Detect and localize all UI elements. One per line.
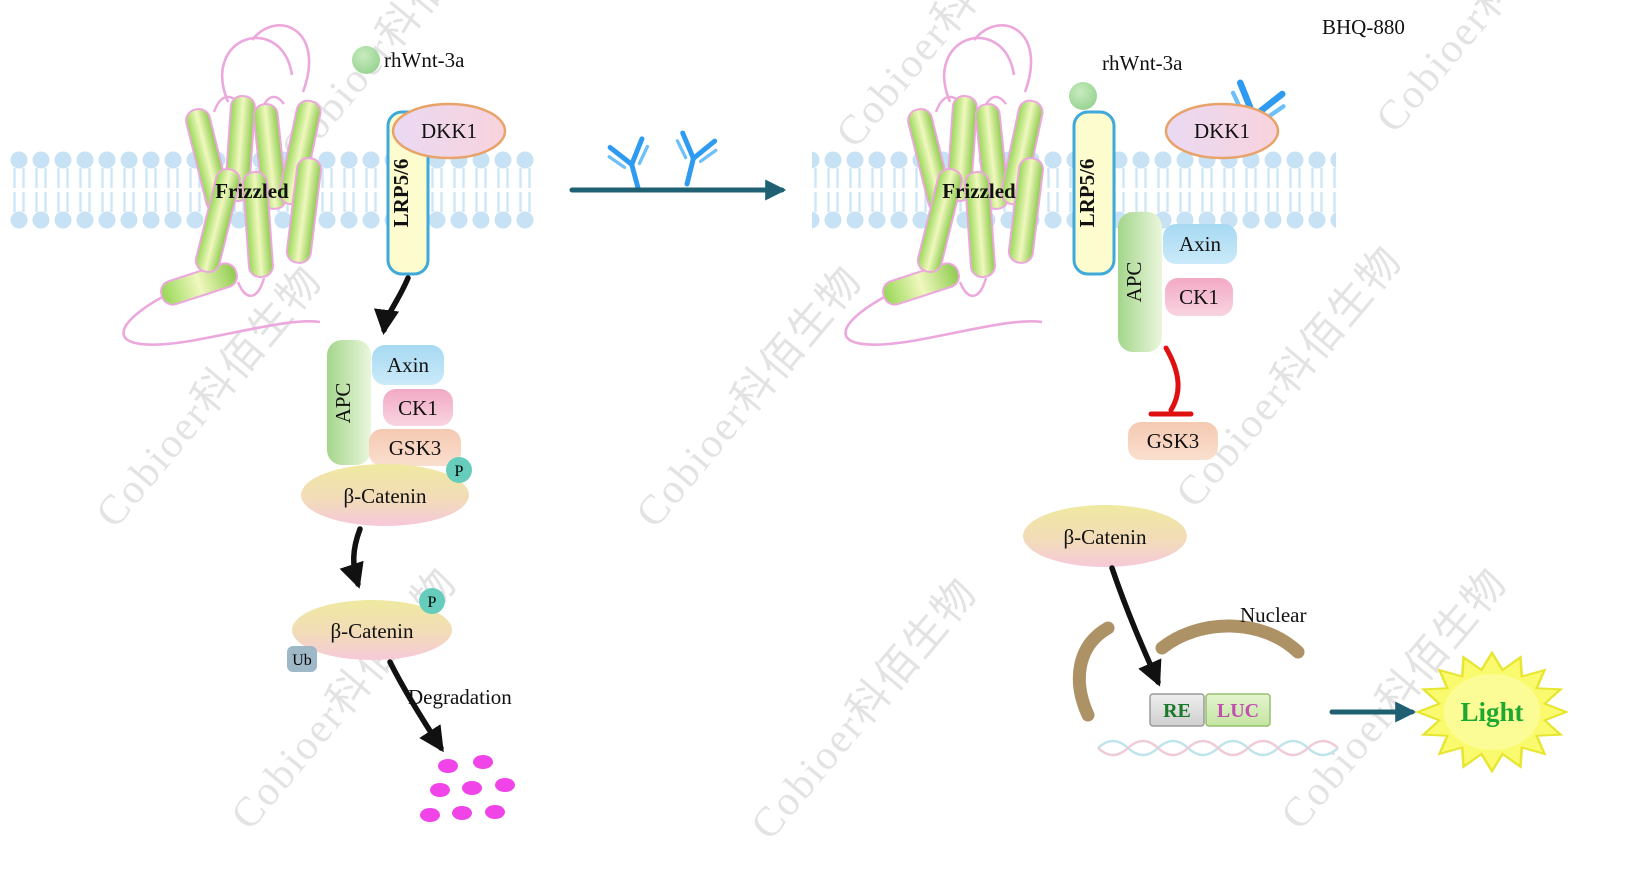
light-label: Light [1460,697,1523,727]
gsk3-label: GSK3 [389,436,442,460]
watermark-text: Cobioer科佰生物 [742,570,986,849]
re-element [1149,693,1205,727]
lrp56-label: LRP5/6 [1075,159,1099,228]
antibody-icon [668,132,718,189]
rhwnt3a-label: rhWnt-3a [1102,51,1183,75]
dkk1-protein [391,102,507,160]
signal-arrow [373,275,411,336]
apc-label: APC [1122,262,1146,303]
phosphate-label: P [455,463,464,480]
apc-protein [327,340,371,465]
ck1-protein [383,389,453,426]
dkk1-protein [1164,102,1280,160]
right-panel: Frizzled LRP5/6 rhWnt-3a BHQ-880 DKK1 AP… [812,15,1570,774]
beta-catenin-label: β-Catenin [344,484,427,508]
antibody-icon [607,138,658,195]
re-label: RE [1163,700,1191,722]
lrp56-label: LRP5/6 [389,159,413,228]
degradation-fragments [420,755,515,822]
dkk1-label: DKK1 [421,119,477,143]
left-panel: Frizzled LRP5/6 rhWnt-3a DKK1 APC Axin C… [8,24,534,822]
dkk1-label: DKK1 [1194,119,1250,143]
gsk3-protein [1128,422,1218,460]
rhwnt3a-ligand [352,46,380,74]
lrp56-receptor [1072,110,1116,276]
nuclear-envelope-arc [1155,619,1305,659]
ck1-label: CK1 [1179,285,1219,309]
watermark-text: Cobioer科佰生物 [87,258,331,537]
ubiquitination-arrow [339,526,364,589]
gsk3-protein [369,429,461,466]
nuclear-translocation-arrow [1109,565,1162,687]
ubiquitin-badge [287,646,317,672]
phosphate-badge [446,457,472,483]
beta-catenin-protein [301,464,469,526]
luc-element [1205,693,1271,727]
phosphate-badge [419,588,445,614]
frizzled-label: Frizzled [215,179,289,203]
beta-catenin-protein [1023,505,1187,567]
beta-catenin-ub-label: β-Catenin [331,619,414,643]
nuclear-label: Nuclear [1240,603,1306,627]
beta-catenin-label: β-Catenin [1064,525,1147,549]
bhq880-label: BHQ-880 [1322,15,1405,39]
apc-protein [1118,212,1162,352]
rhwnt3a-ligand [1069,82,1097,110]
axin-protein [372,345,444,385]
nuclear-envelope-arc [1072,621,1115,722]
watermark-text: Cobioer科佰生物 [627,258,871,537]
inhibition-arrow [1163,345,1181,413]
ck1-protein [1165,278,1233,316]
degradation-label: Degradation [408,685,512,709]
rhwnt3a-label: rhWnt-3a [384,48,465,72]
beta-catenin-ub-protein [292,600,452,660]
dna-strand [1097,739,1339,757]
apc-label: APC [331,383,355,424]
luc-label: LUC [1217,700,1259,722]
axin-label: Axin [387,353,430,377]
frizzled-label: Frizzled [942,179,1016,203]
axin-protein [1163,224,1237,264]
axin-label: Axin [1179,232,1222,256]
treatment-step [569,132,787,201]
degradation-arrow [387,659,444,753]
gsk3-label: GSK3 [1147,429,1200,453]
light-burst: Light [1414,650,1570,774]
ck1-label: CK1 [398,396,438,420]
phosphate-label: P [428,594,437,611]
ubiquitin-label: Ub [292,652,312,669]
